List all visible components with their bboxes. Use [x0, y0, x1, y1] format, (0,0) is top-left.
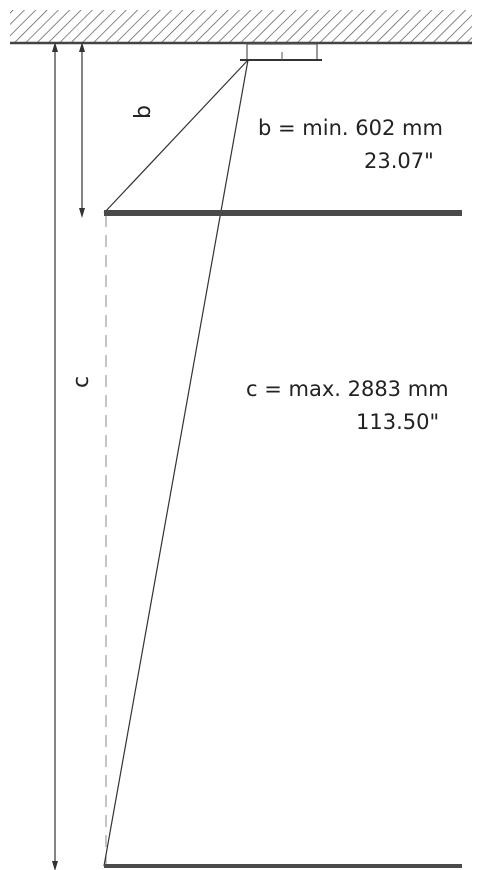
c-inch-label: 113.50" — [356, 410, 440, 434]
b-min-label: b = min. 602 mm — [258, 116, 443, 140]
projection-ray-long — [103, 59, 249, 867]
projector-mount — [240, 43, 322, 61]
ceiling — [10, 10, 472, 45]
dimension-b: b — [79, 42, 156, 218]
dimension-c: c — [52, 42, 94, 870]
ceiling-hatch — [10, 10, 472, 42]
dimension-c-letter: c — [69, 376, 94, 388]
c-max-label: c = max. 2883 mm — [246, 377, 449, 401]
dimension-b-letter: b — [131, 105, 156, 119]
b-inch-label: 23.07" — [364, 149, 434, 173]
projection-ray-short — [103, 59, 249, 214]
